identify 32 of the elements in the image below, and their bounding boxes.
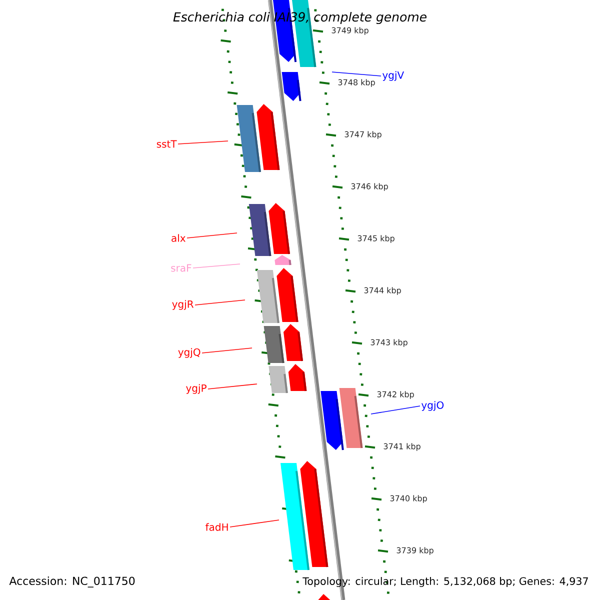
gene-label: ygjV — [382, 71, 404, 81]
gene-label: ygjO — [422, 401, 444, 411]
genome-info-label: Topology: circular; Length: 5,132,068 bp; Genes: 4,937 — [302, 577, 588, 587]
gene-label: sraF — [171, 264, 192, 272]
leader-line — [230, 520, 280, 528]
accession-label: Accession: NC_011750 — [9, 576, 135, 588]
gene-label: fadH — [206, 523, 228, 531]
leader-line — [332, 72, 382, 76]
gene-label: alx — [172, 234, 186, 242]
tick-label: 3744 kbp — [364, 287, 401, 295]
leader-line — [192, 264, 240, 268]
tick-label: 3749 kbp — [332, 27, 368, 35]
tick-label: 3745 kbp — [358, 235, 394, 243]
leader-line — [202, 348, 252, 354]
tick-label: 3746 kbp — [351, 183, 388, 191]
leader-line — [208, 384, 258, 390]
tick-label: 3742 kbp — [377, 391, 414, 399]
gene-label: ygjR — [172, 300, 194, 310]
tick-label: 3741 kbp — [384, 443, 420, 451]
gene-label: ygjQ — [178, 348, 200, 358]
tick-label: 3743 kbp — [370, 339, 408, 347]
tick-label: 3739 kbp — [396, 547, 434, 555]
leader-line — [186, 232, 238, 238]
title: Escherichia coli IAI39, complete genome — [173, 12, 426, 24]
leader-line — [178, 140, 228, 144]
tick-label: 3740 kbp — [390, 495, 427, 503]
tick-label: 3747 kbp — [344, 131, 382, 139]
tick-label: 3748 kbp — [338, 79, 375, 87]
gene-label: sstT — [156, 140, 177, 148]
gene-label: ygjP — [186, 384, 206, 394]
leader-line — [370, 406, 420, 414]
leader-line — [194, 300, 246, 306]
